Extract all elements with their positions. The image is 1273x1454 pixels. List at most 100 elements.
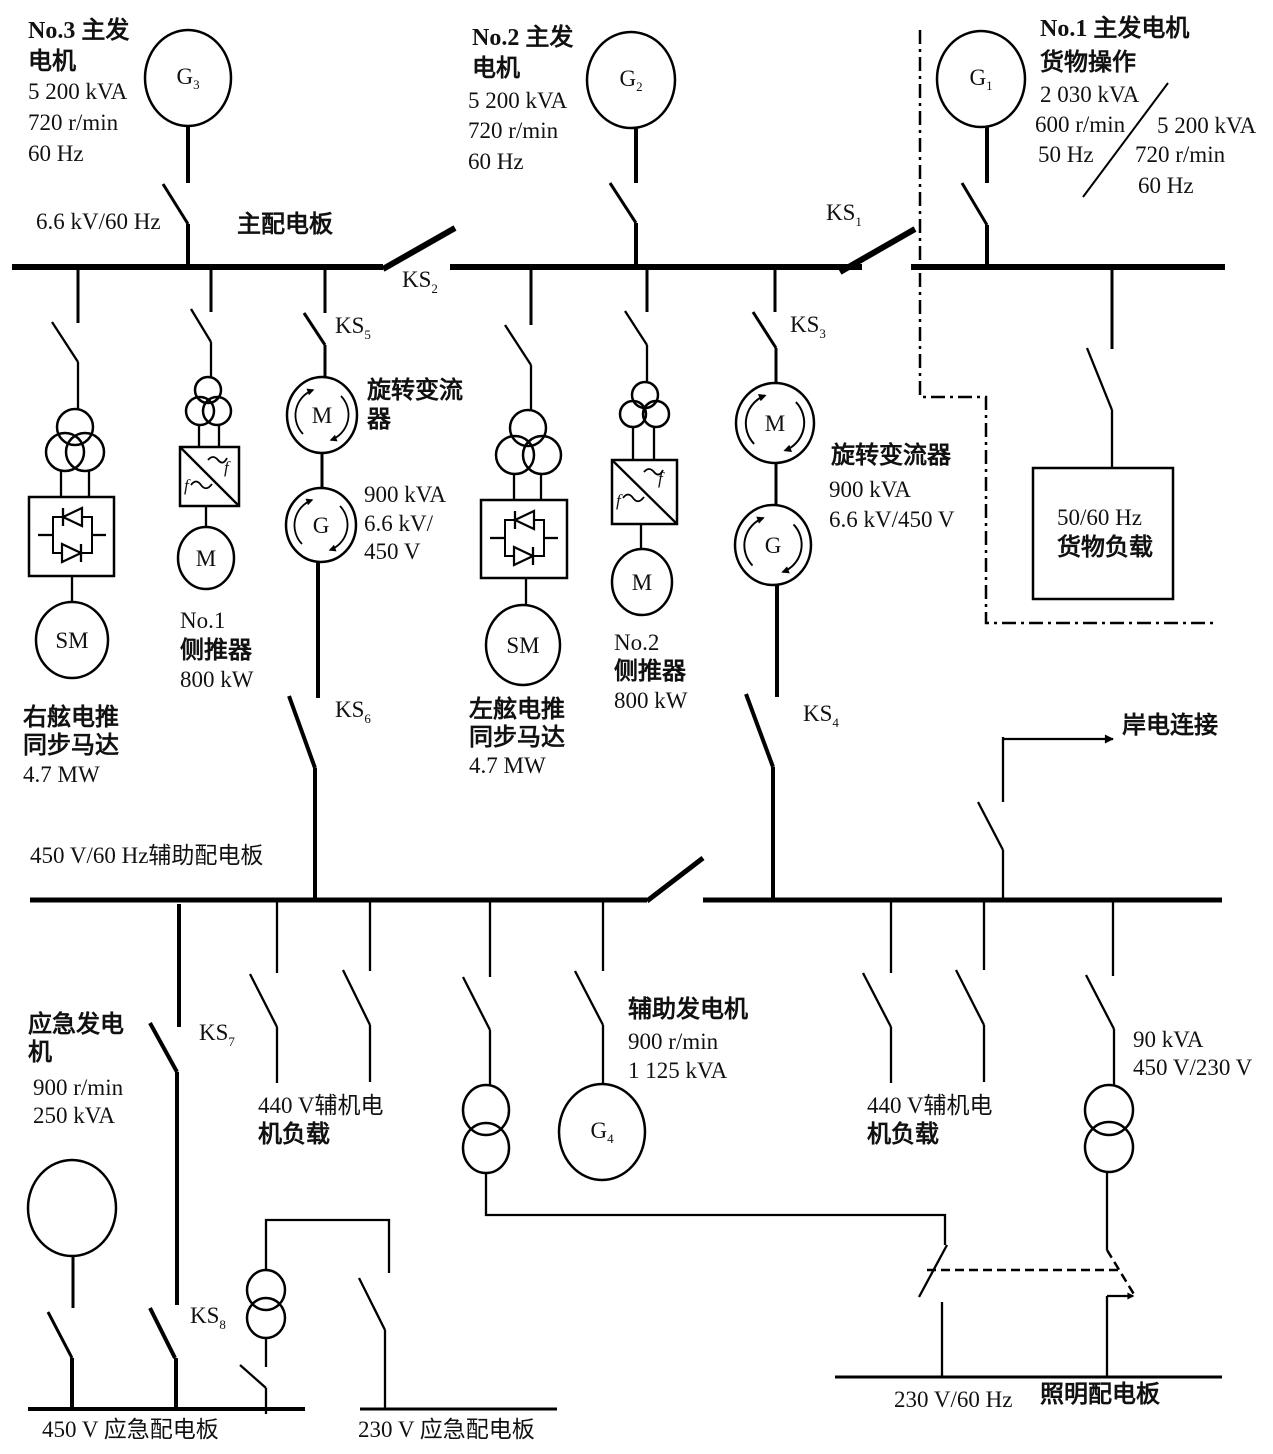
g3-letter: G	[176, 64, 193, 89]
thyristor-converter-icon	[479, 498, 569, 580]
motor-icon	[176, 525, 236, 591]
g4-rating-speed: 900 r/min	[628, 1029, 719, 1054]
g4-name: 辅助发电机	[628, 995, 748, 1023]
generator-g2: G2 No.2 主发 电机 5 200 kVA 720 r/min 60 Hz	[468, 23, 677, 267]
ks4-breaker	[744, 693, 775, 768]
g1-name-line2: 货物操作	[1040, 48, 1136, 76]
g2-letter: G	[619, 66, 636, 91]
generator-g3: G3 No.3 主发 电机 5 200 kVA 720 r/min 60 Hz	[28, 16, 233, 267]
generator-g2-symbol	[585, 30, 677, 130]
thr1-rating: 800 kW	[180, 667, 254, 692]
emergency-gen-kva: 250 kVA	[33, 1103, 115, 1128]
ks6-base: KS	[335, 697, 364, 722]
generator-g1-symbol	[935, 29, 1027, 129]
emergency-xfmr-line	[264, 1218, 391, 1273]
thr2-breaker	[624, 310, 648, 346]
load-breaker	[954, 969, 986, 1026]
ks1-base: KS	[826, 200, 855, 225]
ks1-sub: 1	[855, 214, 862, 229]
rotation-arrows-icon	[293, 498, 349, 552]
g3-rating-kva: 5 200 kVA	[28, 79, 128, 104]
ks6-breaker	[287, 695, 317, 769]
ks4-sub: 4	[832, 715, 839, 730]
generator-g2-id: G2	[619, 66, 642, 94]
synchronous-motor-icon	[34, 600, 110, 680]
g1-60hz-kva: 5 200 kVA	[1157, 113, 1257, 138]
g4-sub: 4	[607, 1131, 614, 1146]
three-winding-transformer-icon	[44, 407, 106, 473]
ks6-sub: 6	[364, 711, 371, 726]
rc-left-rating-1: 900 kVA	[364, 482, 446, 507]
aux-lighting-transformer-left	[461, 900, 949, 1377]
port-breaker	[504, 324, 532, 366]
cargo-load-label: 货物负载	[1057, 533, 1153, 561]
thr2-label-1: No.2	[614, 630, 659, 655]
aux-motor-loads-right: 440 V辅机电 机负载	[861, 900, 992, 1148]
g1-60hz-speed: 720 r/min	[1135, 142, 1226, 167]
stbd-motor-rating: 4.7 MW	[23, 762, 100, 787]
ks4-base: KS	[803, 701, 832, 726]
rc-left-motor-symbol: M	[312, 403, 332, 428]
transformer-secondary-icon	[1083, 1120, 1135, 1174]
bow-thruster-2-branch: f f M No.2 侧推器 800 kW	[610, 267, 688, 713]
aux-motor-loads-left: 440 V辅机电 机负载	[248, 900, 383, 1148]
bus-tie-breaker-ks2	[381, 225, 457, 272]
thr2-rating: 800 kW	[614, 688, 688, 713]
g2-rating-freq: 60 Hz	[468, 149, 524, 174]
lighting-breaker-right	[1105, 1249, 1137, 1297]
aux-loads-left-label-2: 机负载	[258, 1121, 330, 1148]
ks3-label: KS3	[790, 312, 826, 341]
ks8-sub: 8	[219, 1317, 226, 1332]
transformer-primary-icon	[1083, 1083, 1135, 1137]
ks8-base: KS	[190, 1303, 219, 1328]
starboard-propulsion-branch: SM 右舷电推 同步马达 4.7 MW	[23, 267, 119, 787]
thr1-label-1: No.1	[180, 608, 225, 633]
shore-connection-branch: 岸电连接	[976, 711, 1218, 900]
emergency-xfmr-breaker	[239, 1364, 267, 1389]
rotary-generator-icon	[284, 486, 358, 564]
aux-loads-right-label-1: 440 V辅机电	[867, 1093, 992, 1118]
g2-rating-speed: 720 r/min	[468, 118, 559, 143]
g4-rating-kva: 1 125 kVA	[628, 1058, 728, 1083]
rc-right-rating-1: 900 kVA	[829, 477, 911, 502]
thr1-label-2: 侧推器	[180, 636, 253, 664]
generator-g4-id: G4	[590, 1118, 614, 1146]
load-breaker	[861, 972, 893, 1028]
ks8-label: KS8	[190, 1303, 226, 1332]
ks4-label: KS4	[803, 701, 839, 730]
stbd-breaker	[51, 321, 79, 363]
g1-50hz-freq: 50 Hz	[1038, 142, 1094, 167]
aux-switchboard: 450 V/60 Hz辅助配电板	[30, 843, 1222, 903]
lighting-switchboard: 230 V/60 Hz 照明配电板	[835, 1375, 1222, 1412]
lighting-feed-line	[484, 1173, 947, 1245]
ks7-label: KS7	[199, 1020, 235, 1049]
g4-letter: G	[590, 1118, 607, 1143]
ks6-label: KS6	[335, 697, 371, 726]
thr1-motor-symbol: M	[196, 546, 216, 571]
thr2-freq-in: f	[616, 491, 623, 510]
emergency-gen-breaker	[46, 1311, 74, 1359]
rc-right-motor-symbol: M	[765, 411, 785, 436]
g3-name-line1: No.3 主发	[28, 16, 129, 44]
load-breaker	[248, 973, 279, 1028]
cargo-load-branch: 50/60 Hz 货物负载	[1031, 267, 1175, 601]
emergency-230-breaker	[357, 1277, 387, 1331]
generator-g1: G1 No.1 主发电机 货物操作 2 030 kVA 600 r/min 50…	[935, 14, 1257, 267]
rc-left-rating-2: 6.6 kV/	[364, 511, 434, 536]
rc-left-label-2: 器	[366, 407, 392, 433]
port-motor-label-2: 同步马达	[469, 724, 565, 751]
shore-breaker	[976, 801, 1005, 851]
emergency-gen-name-1: 应急发电	[28, 1010, 124, 1038]
ks5-breaker	[302, 312, 327, 346]
port-motor-symbol: SM	[506, 633, 539, 658]
emergency-gen-name-2: 机	[28, 1039, 52, 1066]
g3-rating-freq: 60 Hz	[28, 141, 84, 166]
stbd-motor-label-2: 同步马达	[23, 732, 119, 759]
g3-name-line2: 电机	[28, 48, 76, 75]
g2-name-line1: No.2 主发	[472, 23, 573, 51]
ks7-sub: 7	[228, 1034, 235, 1049]
g1-name-line1: No.1 主发电机	[1040, 14, 1189, 42]
ks2-base: KS	[402, 267, 431, 292]
